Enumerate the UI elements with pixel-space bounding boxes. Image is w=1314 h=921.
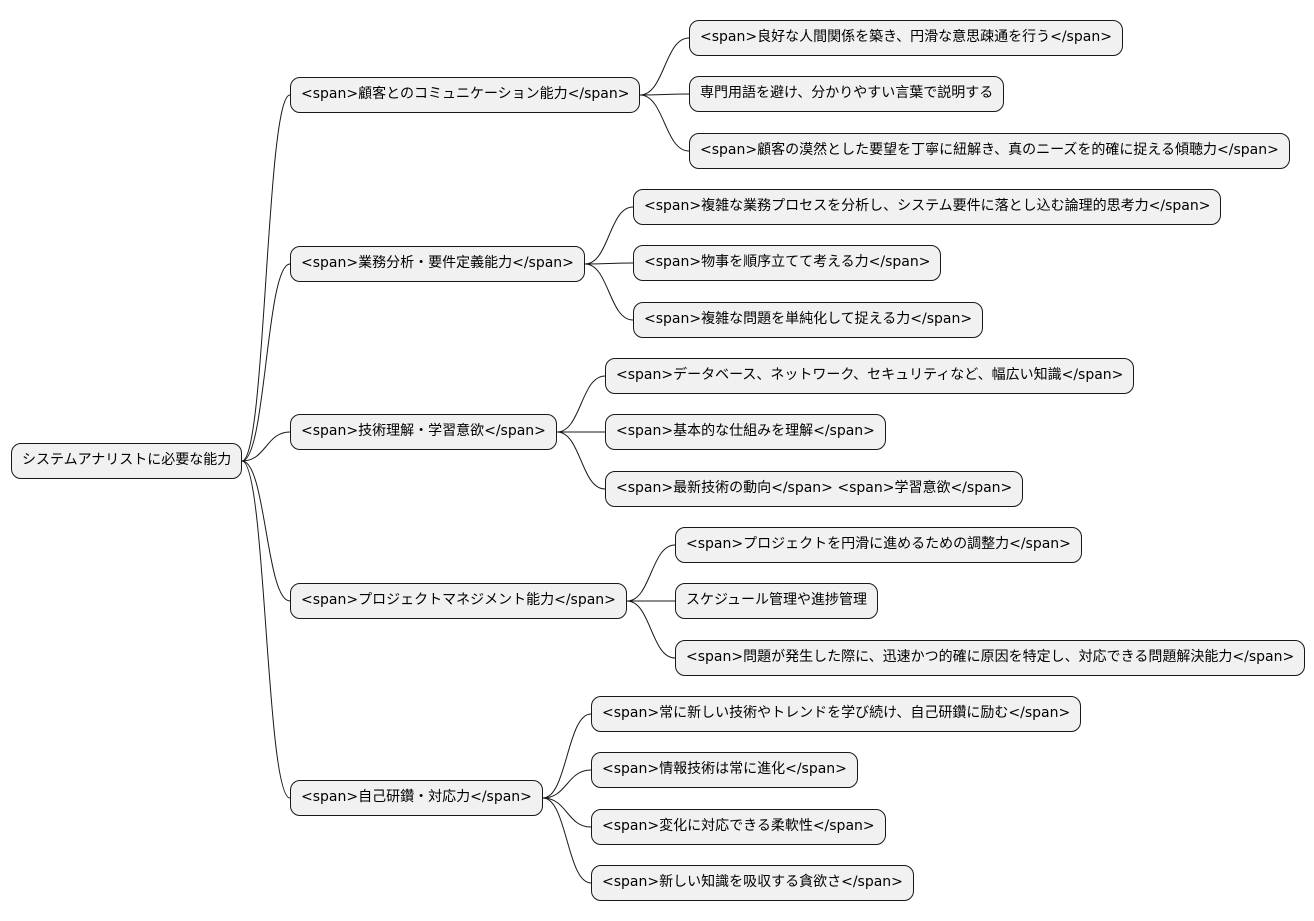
connector-line xyxy=(639,93,690,96)
connector-line xyxy=(241,431,291,462)
leaf-node: <span>物事を順序立てて考える力</span> xyxy=(633,245,942,281)
leaf-node: <span>プロジェクトを円滑に進めるための調整力</span> xyxy=(675,527,1082,563)
leaf-node: <span>顧客の漠然とした要望を丁寧に紐解き、真のニーズを的確に捉える傾聴力<… xyxy=(689,133,1290,169)
leaf-node: <span>最新技術の動向</span> <span>学習意欲</span> xyxy=(605,471,1024,507)
leaf-node: <span>問題が発生した際に、迅速かつ的確に原因を特定し、対応できる問題解決能… xyxy=(675,640,1306,676)
leaf-node: <span>複雑な問題を単純化して捉える力</span> xyxy=(633,302,984,338)
connector-line xyxy=(542,769,592,799)
connector-line xyxy=(241,94,291,462)
connector-line xyxy=(626,544,676,602)
leaf-node: <span>変化に対応できる柔軟性</span> xyxy=(591,809,886,845)
root-node: システムアナリストに必要な能力 xyxy=(11,443,243,479)
connector-line xyxy=(542,797,592,884)
branch-node: <span>プロジェクトマネジメント能力</span> xyxy=(290,583,627,619)
connector-line xyxy=(584,206,634,265)
leaf-node: <span>基本的な仕組みを理解</span> xyxy=(605,414,886,450)
connector-line xyxy=(584,263,634,321)
branch-node: <span>技術理解・学習意欲</span> xyxy=(290,414,557,450)
leaf-node: スケジュール管理や進捗管理 xyxy=(675,583,879,619)
branch-node: <span>自己研鑽・対応力</span> xyxy=(290,780,543,816)
leaf-node: <span>複雑な業務プロセスを分析し、システム要件に落とし込む論理的思考力</… xyxy=(633,189,1222,225)
leaf-node: <span>常に新しい技術やトレンドを学び続け、自己研鑽に励む</span> xyxy=(591,696,1082,732)
connector-line xyxy=(556,431,606,490)
connector-line xyxy=(639,37,690,96)
connector-line xyxy=(241,460,291,799)
connector-line xyxy=(241,263,291,462)
connector-line xyxy=(556,375,606,433)
branch-node: <span>業務分析・要件定義能力</span> xyxy=(290,246,585,282)
branch-node: <span>顧客とのコミュニケーション能力</span> xyxy=(290,77,641,113)
connector-line xyxy=(639,94,690,152)
leaf-node: <span>新しい知識を吸収する貪欲さ</span> xyxy=(591,865,914,901)
leaf-node: <span>情報技術は常に進化</span> xyxy=(591,752,858,788)
connector-line xyxy=(584,262,634,265)
leaf-node: <span>データベース、ネットワーク、セキュリティなど、幅広い知識</span… xyxy=(605,358,1135,394)
leaf-node: 専門用語を避け、分かりやすい言葉で説明する xyxy=(689,76,1005,112)
connector-line xyxy=(542,713,592,799)
connector-line xyxy=(241,460,291,602)
connector-line xyxy=(626,600,676,659)
connector-line xyxy=(542,797,592,828)
leaf-node: <span>良好な人間関係を築き、円滑な意思疎通を行う</span> xyxy=(689,20,1123,56)
